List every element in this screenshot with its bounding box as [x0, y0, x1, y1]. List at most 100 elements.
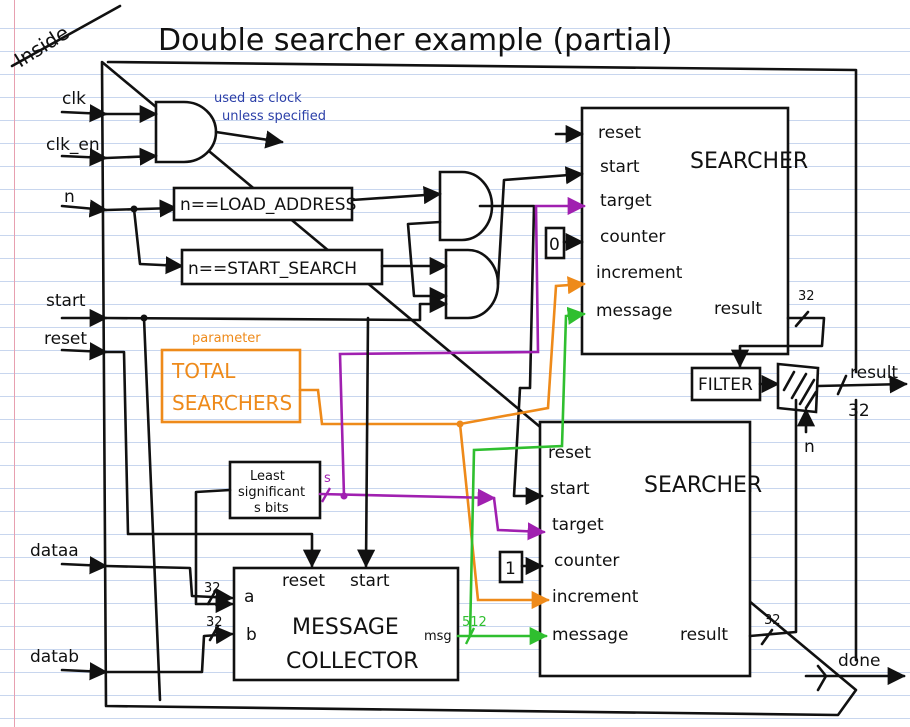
- target-to-searcher-2-wire: [492, 496, 546, 541]
- margin-line: [14, 0, 15, 727]
- searcher-1-port-counter: counter: [600, 227, 665, 247]
- input-n: n: [60, 187, 108, 218]
- and-to-searcher-2-wire: [478, 204, 536, 390]
- n-to-start-cmp-wire: [132, 207, 184, 275]
- searcher-2-result-width: 32: [764, 613, 781, 628]
- start-and-gate: [444, 248, 500, 320]
- collector-b-width: 32: [206, 615, 223, 630]
- clk-label: clk: [62, 89, 86, 109]
- result-bus-tick: [836, 374, 848, 396]
- done-output-label: done: [838, 651, 880, 671]
- searcher-2-port-start: start: [550, 479, 590, 499]
- searcher-1-port-reset: reset: [598, 123, 641, 143]
- target-to-searcher-1-wire: [338, 196, 586, 498]
- lsb-extractor: [228, 460, 322, 520]
- parameter-tag: parameter: [192, 331, 261, 346]
- n-label: n: [64, 187, 75, 207]
- reset-to-collector-wire: [104, 350, 322, 568]
- and-to-searcher-1-start-wire: [496, 166, 584, 286]
- dataa-to-lsb-wire: [194, 488, 234, 614]
- collector-to-searcher-1-message: [468, 306, 586, 638]
- collector-a-width: 32: [204, 581, 221, 596]
- reset-label: reset: [44, 329, 87, 349]
- lsb-bus-tick: [320, 487, 332, 503]
- searcher-1-result-width: 32: [798, 289, 815, 304]
- searcher-1-port-message: message: [596, 301, 672, 321]
- searcher-2-output-result: result: [680, 625, 728, 645]
- collector-title-line1: MESSAGE: [292, 615, 399, 640]
- collector-port-start: start: [350, 571, 390, 591]
- searcher-1-counter-value: 0: [549, 235, 560, 255]
- inside-label: Inside: [10, 20, 73, 72]
- collector-port-msg: msg: [424, 629, 452, 644]
- start-to-and-wire: [104, 294, 448, 322]
- clock-note-line1: used as clock: [214, 91, 302, 106]
- clken-to-and-wire: [104, 147, 158, 166]
- searcher-1-port-start: start: [600, 157, 640, 177]
- lsb-line1: Least: [250, 469, 285, 484]
- dataa-label: dataa: [30, 541, 79, 561]
- datab-to-collector-wire: [104, 626, 234, 674]
- msg-bus-tick: [464, 627, 476, 645]
- searcher-2-port-target: target: [552, 515, 604, 535]
- start-down-wire: [142, 316, 162, 702]
- input-datab: datab: [30, 647, 108, 681]
- collector-port-b: b: [246, 625, 257, 645]
- searcher-2-result-wire: [748, 398, 798, 638]
- searcher-2-port-message: message: [552, 625, 628, 645]
- start-search-comparator: [180, 248, 384, 286]
- searcher-2-port-counter: counter: [554, 551, 619, 571]
- input-reset: reset: [44, 329, 108, 361]
- collector-title-line2: COLLECTOR: [286, 649, 419, 674]
- clock-note-line2: unless specified: [222, 109, 326, 124]
- start-label: start: [46, 291, 86, 311]
- lsb-line2: significant: [238, 485, 305, 500]
- load-address-comparator-label: n==LOAD_ADDRESS: [180, 195, 356, 215]
- filter-block: [690, 366, 762, 402]
- lsb-to-compare-wire: [318, 488, 496, 507]
- searcher-1-port-target: target: [600, 191, 652, 211]
- start-to-collector-wire: [357, 316, 376, 568]
- searcher-1: [580, 106, 790, 356]
- total-searchers-parameter: [160, 348, 302, 424]
- searcher-1-output-result: result: [714, 299, 762, 319]
- searcher-2: [538, 420, 752, 678]
- register-hatching: [782, 370, 818, 410]
- load-address-comparator: [172, 186, 354, 222]
- input-start: start: [46, 291, 108, 328]
- searcher-2-bus-tick: [760, 628, 774, 646]
- searcher-2-start-wire: [512, 386, 544, 506]
- done-gate-stub: [816, 664, 828, 692]
- result-output-width: 32: [848, 401, 870, 421]
- clock-output-wire: [214, 130, 284, 149]
- msg-width-label: 512: [462, 615, 487, 630]
- parameter-line1: TOTAL: [171, 359, 236, 383]
- diagram-title: Double searcher example (partial): [158, 23, 672, 58]
- lsb-line3: s bits: [254, 501, 289, 516]
- parameter-line2: SEARCHERS: [172, 391, 292, 415]
- input-clk-en: clk_en: [46, 135, 108, 167]
- searcher-2-title: SEARCHER: [644, 473, 762, 498]
- filter-label: FILTER: [698, 375, 753, 395]
- searcher-2-port-reset: reset: [548, 443, 591, 463]
- collector-port-reset: reset: [282, 571, 325, 591]
- result-output-wire: [816, 375, 908, 394]
- collector-b-tick: [208, 624, 220, 642]
- searcher-1-bus-tick: [794, 310, 810, 328]
- result-output-label: result: [850, 363, 898, 383]
- searcher-1-title: SEARCHER: [690, 149, 808, 174]
- start-search-comparator-label: n==START_SEARCH: [188, 259, 357, 279]
- message-collector: [232, 566, 460, 682]
- input-clk: clk: [60, 89, 108, 123]
- target-and-gate: [438, 170, 494, 242]
- n-to-load-cmp-wire: [104, 199, 178, 218]
- searcher-1-result-wire: [730, 316, 826, 368]
- searcher-2-counter-value: 1: [505, 559, 516, 579]
- load-cmp-to-and-wire: [350, 186, 442, 205]
- collector-port-a: a: [244, 587, 254, 607]
- clock-and-gate: [154, 100, 218, 164]
- lsb-width-label: s: [324, 471, 331, 486]
- datab-label: datab: [30, 647, 79, 667]
